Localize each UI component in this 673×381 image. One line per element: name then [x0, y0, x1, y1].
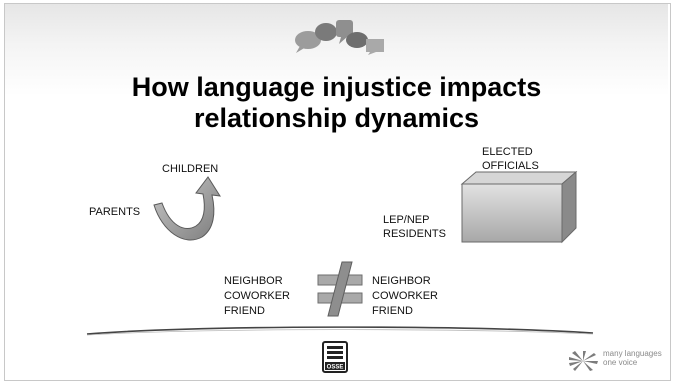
peer-right-neighbor: NEIGHBOR: [372, 275, 431, 287]
peer-right-friend: FRIEND: [372, 305, 413, 317]
elected-line-2: OFFICIALS: [482, 160, 539, 172]
peer-list-left: NEIGHBOR COWORKER FRIEND: [224, 274, 290, 319]
peer-left-friend: FRIEND: [224, 305, 265, 317]
parents-label: PARENTS: [89, 206, 141, 218]
peer-right-coworker: COWORKER: [372, 290, 438, 302]
speech-bubbles-icon: [295, 20, 384, 55]
elected-line-1: ELECTED: [482, 146, 533, 158]
header-band: [5, 4, 668, 96]
lep-line-1: LEP/NEP: [383, 214, 430, 226]
brand-tagline: many languages one voice: [603, 349, 662, 367]
brand-line-2: one voice: [603, 358, 638, 367]
osse-logo: OSSE: [322, 341, 348, 373]
title-line-2: relationship dynamics: [193, 103, 480, 133]
title-line-1: How language injustice impacts: [131, 72, 542, 102]
page-title: How language injustice impacts relations…: [90, 72, 583, 134]
peer-left-neighbor: NEIGHBOR: [224, 275, 283, 287]
lep-residents-label: LEP/NEP RESIDENTS: [383, 213, 446, 241]
brand-line-1: many languages: [603, 349, 662, 358]
children-label: CHILDREN: [162, 163, 219, 175]
footer-divider: [86, 326, 594, 336]
mlov-logo: [569, 351, 598, 371]
not-equal-icon: [317, 261, 363, 317]
peer-left-coworker: COWORKER: [224, 290, 290, 302]
3d-box-icon: [460, 170, 578, 244]
curved-arrow-icon: [153, 176, 221, 241]
osse-logo-text: OSSE: [327, 365, 344, 371]
elected-officials-label: ELECTED OFFICIALS: [482, 145, 539, 173]
lep-line-2: RESIDENTS: [383, 228, 446, 240]
peer-list-right: NEIGHBOR COWORKER FRIEND: [372, 274, 438, 319]
